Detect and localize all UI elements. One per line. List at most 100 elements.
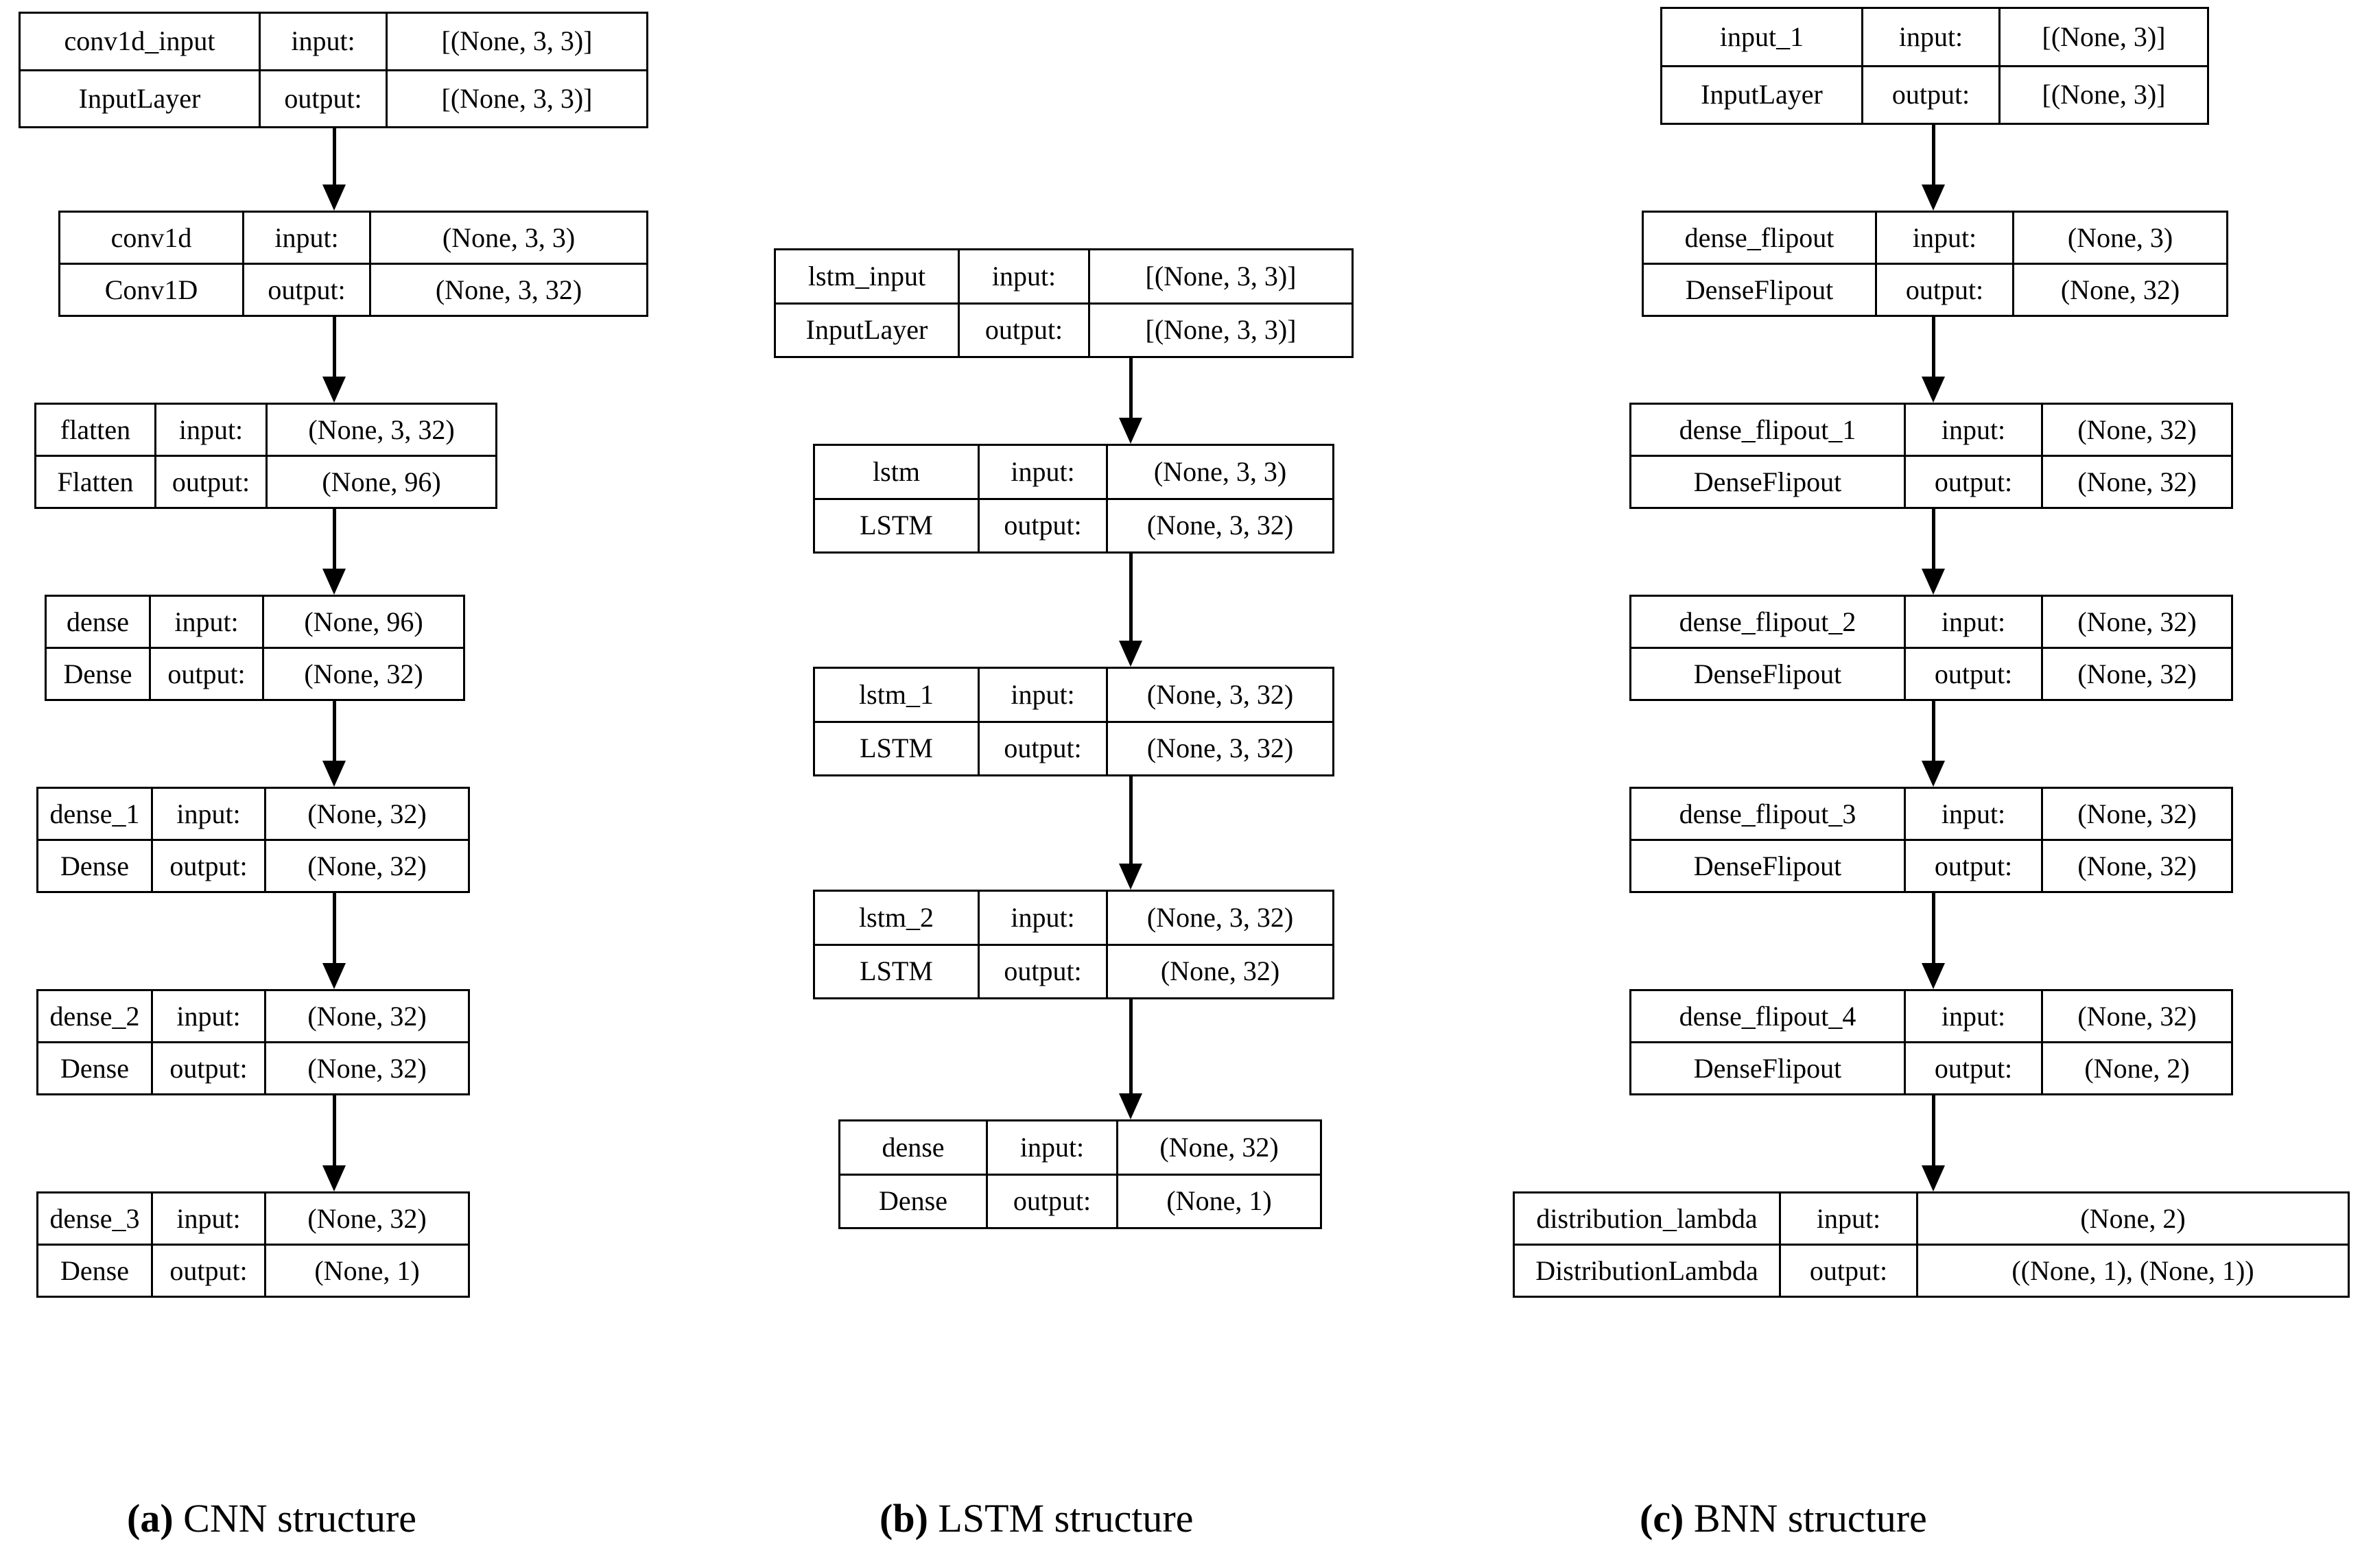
node-dense-flipout-2: dense_flipout_2 input: (None, 32) DenseF… — [1629, 595, 2233, 701]
io-label-output: output: — [1863, 67, 2001, 123]
shape-output: (None, 32) — [307, 1052, 427, 1084]
io-label-input: input: — [261, 14, 388, 69]
layer-name: dense_flipout — [1644, 213, 1877, 263]
io-label-output: output: — [172, 466, 250, 497]
shape-output: [(None, 3, 3)] — [1145, 314, 1297, 346]
node-dense-1-shapes: (None, 32) (None, 32) — [264, 787, 470, 893]
shape-output: (None, 2) — [2084, 1052, 2190, 1084]
caption-tag: (c) — [1640, 1496, 1684, 1541]
node-dense-flipout-4: dense_flipout_4 input: (None, 32) DenseF… — [1629, 989, 2233, 1095]
layer-class: Flatten — [36, 457, 156, 507]
shape-input: (None, 3, 32) — [1146, 901, 1294, 933]
node-dense-flipout-3: dense_flipout_3 input: (None, 32) DenseF… — [1629, 787, 2233, 893]
shape-input: (None, 32) — [307, 1000, 427, 1032]
node-row-input: flatten input: — [36, 405, 266, 457]
node-row-input: dense input: (None, 32) — [840, 1121, 1320, 1176]
node-row-input: (None, 3, 32) — [268, 405, 495, 457]
node-flatten-shapes: (None, 3, 32) (None, 96) — [266, 403, 497, 509]
node-row-output: InputLayer output: [(None, 3, 3)] — [776, 304, 1352, 356]
panel-caption-cnn: (a) CNN structure — [127, 1499, 416, 1539]
node-dense-3-shapes: (None, 32) (None, 1) — [264, 1191, 470, 1298]
shape-input: (None, 3) — [2067, 222, 2173, 253]
layer-class: LSTM — [815, 499, 980, 551]
io-label-input: input: — [1781, 1193, 1918, 1244]
node-conv1d: conv1d input: (None, 3, 3) Conv1D output… — [58, 211, 648, 317]
layer-name: conv1d_input — [21, 14, 261, 69]
layer-class: DenseFlipout — [1631, 457, 1906, 507]
node-row-output: InputLayer output: [(None, 3, 3)] — [21, 71, 646, 126]
node-row-output: (None, 32) — [264, 649, 463, 699]
io-label-input: input: — [178, 414, 244, 445]
io-label-input: input: — [1906, 405, 2043, 455]
layer-class: Conv1D — [60, 265, 244, 315]
node-dense-3: dense_3 input: Dense output: — [36, 1191, 266, 1298]
caption-text: CNN structure — [173, 1496, 417, 1541]
layer-class: DenseFlipout — [1644, 265, 1877, 315]
node-row-output: DenseFlipout output: (None, 32) — [1631, 841, 2231, 891]
shape-input: (None, 32) — [307, 798, 427, 829]
shape-input: (None, 3, 3) — [1153, 455, 1287, 487]
layer-class: Dense — [38, 1043, 153, 1093]
node-lstm-2: lstm_2 input: (None, 3, 32) LSTM output:… — [813, 890, 1334, 999]
node-row-output: Dense output: — [38, 1043, 264, 1093]
node-row-output: (None, 96) — [268, 457, 495, 507]
shape-output: (None, 32) — [2077, 658, 2197, 689]
layer-name: dense_flipout_1 — [1631, 405, 1906, 455]
node-row-output: LSTM output: (None, 32) — [815, 945, 1332, 997]
shape-output: (None, 32) — [304, 658, 423, 689]
caption-text: BNN structure — [1684, 1496, 1927, 1541]
shape-output: (None, 3, 32) — [1146, 510, 1294, 541]
node-dense-2: dense_2 input: Dense output: — [36, 989, 266, 1095]
layer-class: DenseFlipout — [1631, 649, 1906, 699]
io-label-output: output: — [988, 1175, 1118, 1227]
node-row-output: (None, 32) — [266, 841, 468, 891]
io-label-input: input: — [1906, 789, 2043, 839]
layer-class: LSTM — [815, 945, 980, 997]
node-row-input: lstm input: (None, 3, 3) — [815, 446, 1332, 500]
io-label-output: output: — [1906, 841, 2043, 891]
shape-input: (None, 32) — [1159, 1131, 1279, 1163]
shape-output: [(None, 3, 3)] — [441, 82, 593, 114]
io-label-input: input: — [1906, 991, 2043, 1041]
shape-output: (None, 32) — [2077, 850, 2197, 881]
node-flatten: flatten input: Flatten output: — [34, 403, 268, 509]
node-row-output: LSTM output: (None, 3, 32) — [815, 499, 1332, 551]
layer-class: DenseFlipout — [1631, 841, 1906, 891]
node-row-output: LSTM output: (None, 3, 32) — [815, 722, 1332, 774]
layer-name: dense_flipout_4 — [1631, 991, 1906, 1041]
node-distribution-lambda: distribution_lambda input: (None, 2) Dis… — [1513, 1191, 2350, 1298]
node-row-input: dense_1 input: — [38, 789, 264, 841]
layer-class: Dense — [38, 1246, 153, 1296]
io-label-input: input: — [176, 798, 241, 829]
io-label-output: output: — [261, 71, 388, 126]
io-label-input: input: — [244, 213, 371, 263]
node-row-input: (None, 32) — [266, 789, 468, 841]
node-dense-flipout: dense_flipout input: (None, 3) DenseFlip… — [1642, 211, 2228, 317]
node-row-output: DenseFlipout output: (None, 32) — [1631, 457, 2231, 507]
io-label-output: output: — [244, 265, 371, 315]
node-row-output: DenseFlipout output: (None, 32) — [1644, 265, 2226, 315]
io-label-output: output: — [960, 304, 1090, 356]
node-row-output: Dense output: — [47, 649, 262, 699]
node-input-1: input_1 input: [(None, 3)] InputLayer ou… — [1660, 7, 2209, 125]
layer-class: InputLayer — [21, 71, 261, 126]
io-label-output: output: — [980, 499, 1108, 551]
shape-input: (None, 3, 32) — [308, 414, 455, 445]
shape-input: (None, 2) — [2080, 1202, 2186, 1234]
node-dense-2-shapes: (None, 32) (None, 32) — [264, 989, 470, 1095]
node-row-output: DenseFlipout output: (None, 2) — [1631, 1043, 2231, 1093]
node-row-input: dense input: — [47, 597, 262, 649]
node-row-input: distribution_lambda input: (None, 2) — [1515, 1193, 2348, 1246]
layer-name: lstm_1 — [815, 669, 980, 721]
io-label-input: input: — [988, 1121, 1118, 1174]
shape-output: (None, 96) — [322, 466, 441, 497]
io-label-output: output: — [169, 1052, 248, 1084]
layer-name: input_1 — [1662, 9, 1863, 65]
io-label-input: input: — [1906, 597, 2043, 647]
node-row-input: conv1d_input input: [(None, 3, 3)] — [21, 14, 646, 71]
io-label-output: output: — [169, 1255, 248, 1286]
node-row-output: Conv1D output: (None, 3, 32) — [60, 265, 646, 315]
io-label-input: input: — [1877, 213, 2014, 263]
io-label-input: input: — [980, 669, 1108, 721]
